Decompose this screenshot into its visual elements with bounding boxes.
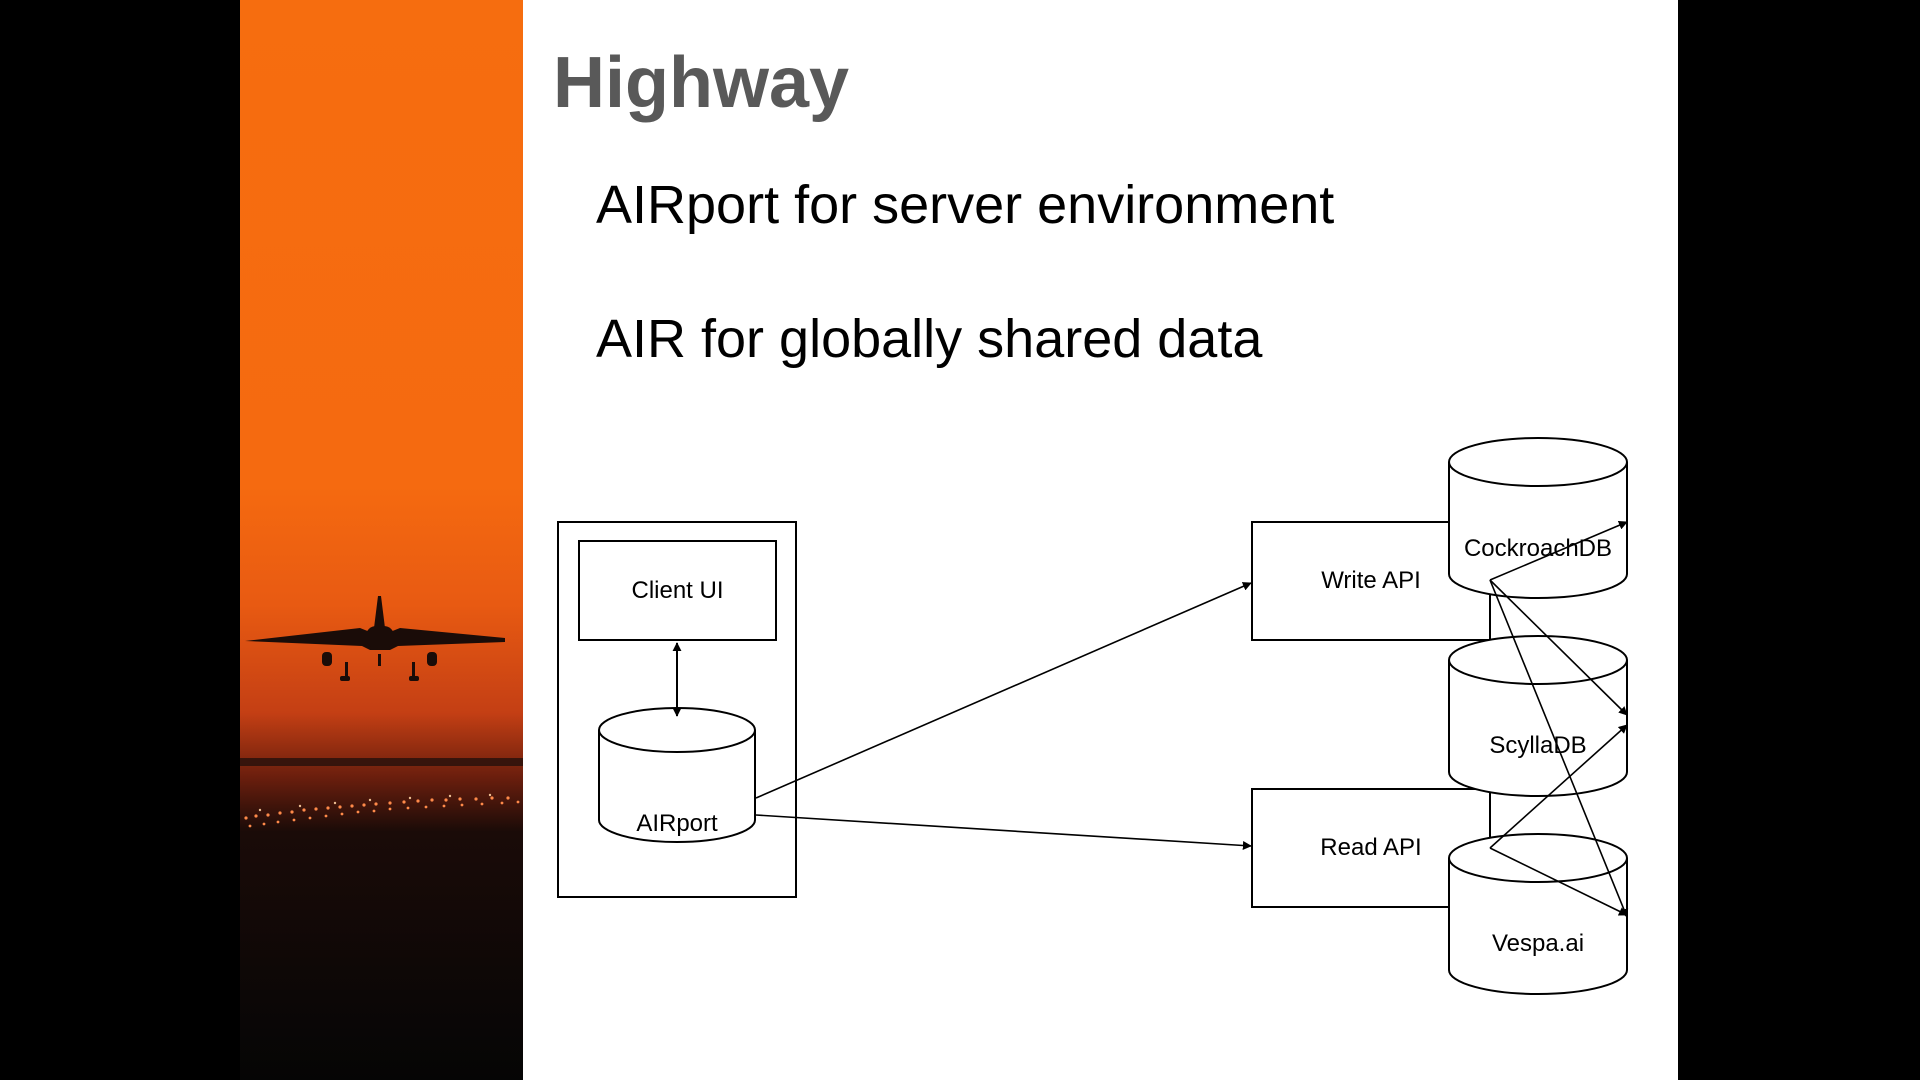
airport-label: AIRport [636,810,718,837]
client-ui-label: Client UI [631,577,723,604]
scylladb-node: ScyllaDB [1448,635,1628,797]
scylladb-label: ScyllaDB [1489,732,1586,759]
client-container [557,521,797,898]
slide: Highway AIRport for server environment A… [240,0,1678,1080]
cockroachdb-label: CockroachDB [1464,535,1612,562]
architecture-diagram: Client UI AIRport Write API Read API [557,437,1629,995]
write-api-scylladb-arrow [1489,579,1628,716]
runway-lights [244,796,520,828]
bullet-air-shared-data: AIR for globally shared data [596,309,1263,369]
write-api-vespa-arrow [1489,579,1629,918]
airport-node: AIRport [598,707,756,843]
read-api-label: Read API [1320,834,1421,861]
vespa-node: Vespa.ai [1448,833,1628,995]
vespa-label: Vespa.ai [1492,930,1584,957]
client-ui-node: Client UI [578,540,777,641]
bullet-airport-server: AIRport for server environment [596,175,1335,235]
airport-read-api-arrow [755,814,1252,850]
airplane-icon [245,596,505,681]
cockroachdb-node: CockroachDB [1448,437,1628,599]
airplane-landing-photo [240,0,523,1080]
write-api-label: Write API [1321,567,1421,594]
airport-write-api-arrow [755,582,1252,799]
read-api-scylladb-arrow [1489,724,1628,849]
write-api-cockroachdb-arrow [1489,521,1628,581]
read-api-vespa-arrow [1489,847,1628,916]
slide-title: Highway [553,43,850,123]
